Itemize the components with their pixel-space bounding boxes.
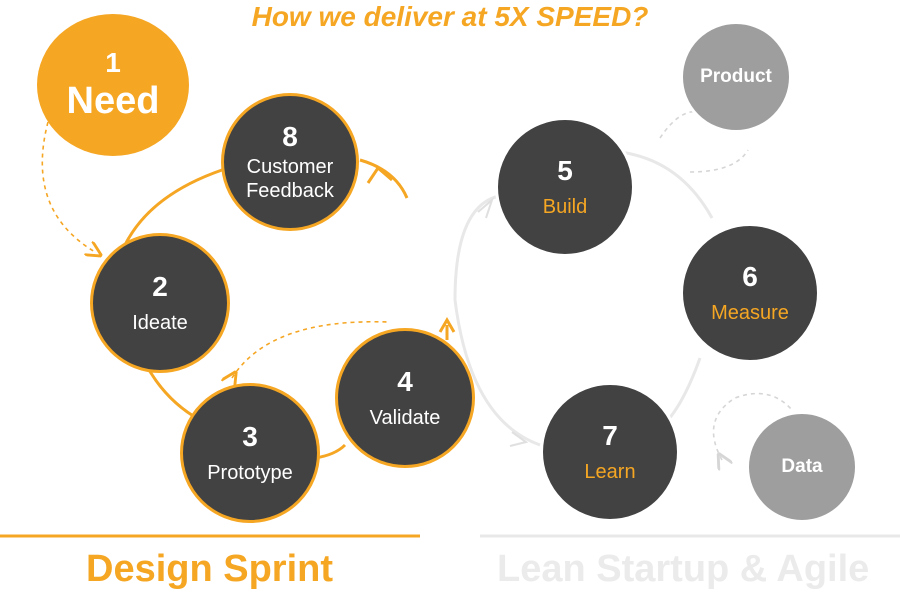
diagram-title: How we deliver at 5X SPEED?	[251, 1, 649, 32]
step-label: Validate	[369, 407, 441, 429]
dashed-arrow-build-to-product	[659, 110, 749, 173]
dashed-arrow-learn-to-data	[712, 392, 793, 460]
step-label: Prototype	[207, 462, 293, 484]
lean-arrowhead-7	[509, 431, 529, 447]
loop-arrowhead-4	[438, 317, 456, 333]
step-label: Ideate	[132, 312, 188, 334]
loop-arc-8-to-2	[123, 168, 223, 246]
loop-arc-4-to-8	[359, 158, 409, 199]
need-label: Need	[66, 80, 160, 122]
step-label: Customer Feedback	[246, 156, 334, 202]
dashed-arrow-need-to-ideate	[41, 121, 95, 252]
step-learn: 7 Learn	[540, 382, 680, 522]
step-label: Build	[542, 196, 588, 218]
need-circle: 1 Need	[37, 14, 189, 156]
output-data-label: Data	[781, 456, 823, 477]
output-product-label: Product	[700, 66, 772, 87]
section-design-sprint: Design Sprint	[86, 548, 334, 590]
lean-loop-ring	[453, 150, 714, 447]
need-number: 1	[105, 47, 121, 78]
step-number: 6	[742, 261, 758, 292]
step-prototype: 3 Prototype	[180, 383, 320, 523]
step-number: 3	[242, 421, 258, 452]
step-number: 5	[557, 155, 573, 186]
output-data: Data	[746, 411, 858, 523]
step-number: 7	[602, 420, 618, 451]
dashed-arrow-validate-to-prototype	[232, 320, 389, 378]
step-number: 4	[397, 366, 413, 397]
output-product: Product	[680, 21, 792, 133]
step-number: 8	[282, 121, 298, 152]
step-customer-feedback: 8 Customer Feedback	[221, 93, 359, 231]
step-validate: 4 Validate	[335, 328, 475, 468]
lean-arrowhead-5	[477, 196, 495, 219]
step-label: Learn	[584, 461, 636, 483]
loop-arrowhead-8	[366, 165, 393, 184]
step-number: 2	[152, 271, 168, 302]
section-lean-startup: Lean Startup & Agile	[497, 548, 870, 590]
step-label: Measure	[711, 302, 789, 324]
step-measure: 6 Measure	[680, 223, 820, 363]
step-build: 5 Build	[495, 117, 635, 257]
step-ideate: 2 Ideate	[90, 233, 230, 373]
